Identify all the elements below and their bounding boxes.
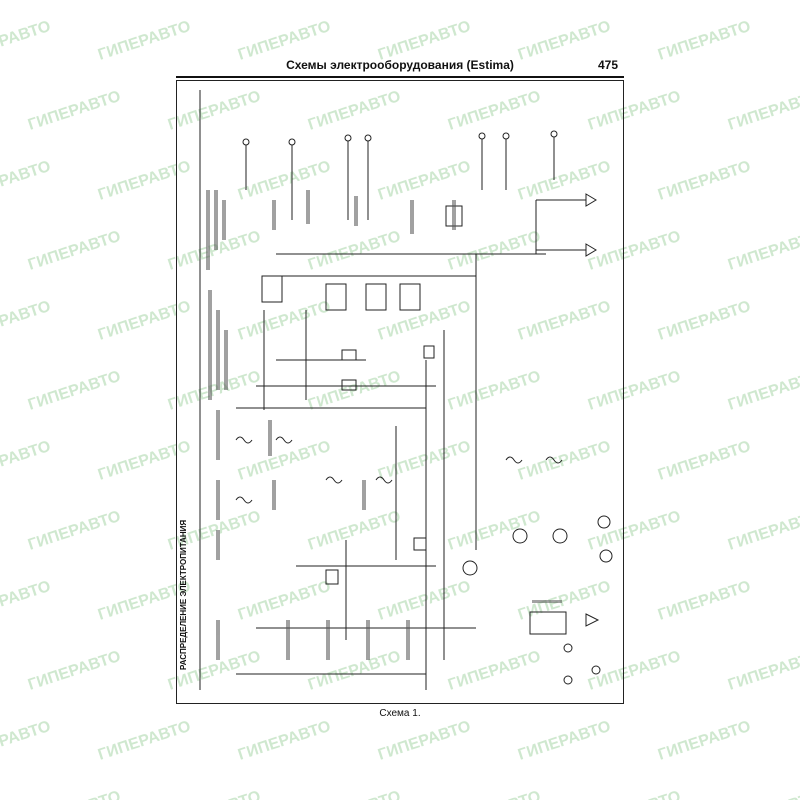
- page-number: 475: [598, 58, 619, 72]
- watermark-text: ГИПЕРАВТО: [26, 648, 123, 694]
- watermark-text: ГИПЕРАВТО: [236, 18, 333, 64]
- watermark-text: ГИПЕРАВТО: [656, 578, 753, 624]
- watermark-text: ГИПЕРАВТО: [0, 578, 53, 624]
- watermark-text: ГИПЕРАВТО: [586, 788, 683, 800]
- watermark-text: ГИПЕРАВТО: [656, 18, 753, 64]
- diagram-frame: [176, 80, 624, 704]
- watermark-text: ГИПЕРАВТО: [726, 788, 800, 800]
- watermark-text: ГИПЕРАВТО: [26, 788, 123, 800]
- watermark-text: ГИПЕРАВТО: [656, 718, 753, 764]
- watermark-text: ГИПЕРАВТО: [376, 18, 473, 64]
- diagram-caption: Схема 1.: [379, 708, 421, 719]
- watermark-text: ГИПЕРАВТО: [26, 228, 123, 274]
- fine-print-labels: [206, 190, 562, 660]
- watermark-text: ГИПЕРАВТО: [26, 88, 123, 134]
- watermark-text: ГИПЕРАВТО: [166, 788, 263, 800]
- watermark-text: ГИПЕРАВТО: [656, 158, 753, 204]
- watermark-text: ГИПЕРАВТО: [726, 228, 800, 274]
- watermark-text: ГИПЕРАВТО: [656, 438, 753, 484]
- watermark-text: ГИПЕРАВТО: [516, 718, 613, 764]
- watermark-text: ГИПЕРАВТО: [726, 368, 800, 414]
- watermark-text: ГИПЕРАВТО: [306, 788, 403, 800]
- watermark-text: ГИПЕРАВТО: [0, 18, 53, 64]
- watermark-text: ГИПЕРАВТО: [726, 508, 800, 554]
- watermark-text: ГИПЕРАВТО: [96, 18, 193, 64]
- page-header-title: Схемы электрооборудования (Estima): [286, 58, 514, 72]
- watermark-text: ГИПЕРАВТО: [0, 718, 53, 764]
- watermark-text: ГИПЕРАВТО: [656, 298, 753, 344]
- header-rule: [176, 76, 624, 78]
- watermark-text: ГИПЕРАВТО: [26, 508, 123, 554]
- watermark-text: ГИПЕРАВТО: [0, 438, 53, 484]
- watermark-text: ГИПЕРАВТО: [376, 718, 473, 764]
- watermark-text: ГИПЕРАВТО: [236, 718, 333, 764]
- top-terminals: [242, 130, 558, 220]
- wiring-diagram: РАСПРЕДЕЛЕНИЕ ЭЛЕКТРОПИТАНИЯ: [179, 90, 613, 690]
- watermark-text: ГИПЕРАВТО: [0, 298, 53, 344]
- watermark-text: ГИПЕРАВТО: [726, 648, 800, 694]
- section-title: РАСПРЕДЕЛЕНИЕ ЭЛЕКТРОПИТАНИЯ: [179, 520, 188, 670]
- watermark-text: ГИПЕРАВТО: [0, 158, 53, 204]
- watermark-text: ГИПЕРАВТО: [446, 788, 543, 800]
- watermark-text: ГИПЕРАВТО: [516, 18, 613, 64]
- watermark-text: ГИПЕРАВТО: [96, 718, 193, 764]
- watermark-text: ГИПЕРАВТО: [26, 368, 123, 414]
- watermark-text: ГИПЕРАВТО: [726, 88, 800, 134]
